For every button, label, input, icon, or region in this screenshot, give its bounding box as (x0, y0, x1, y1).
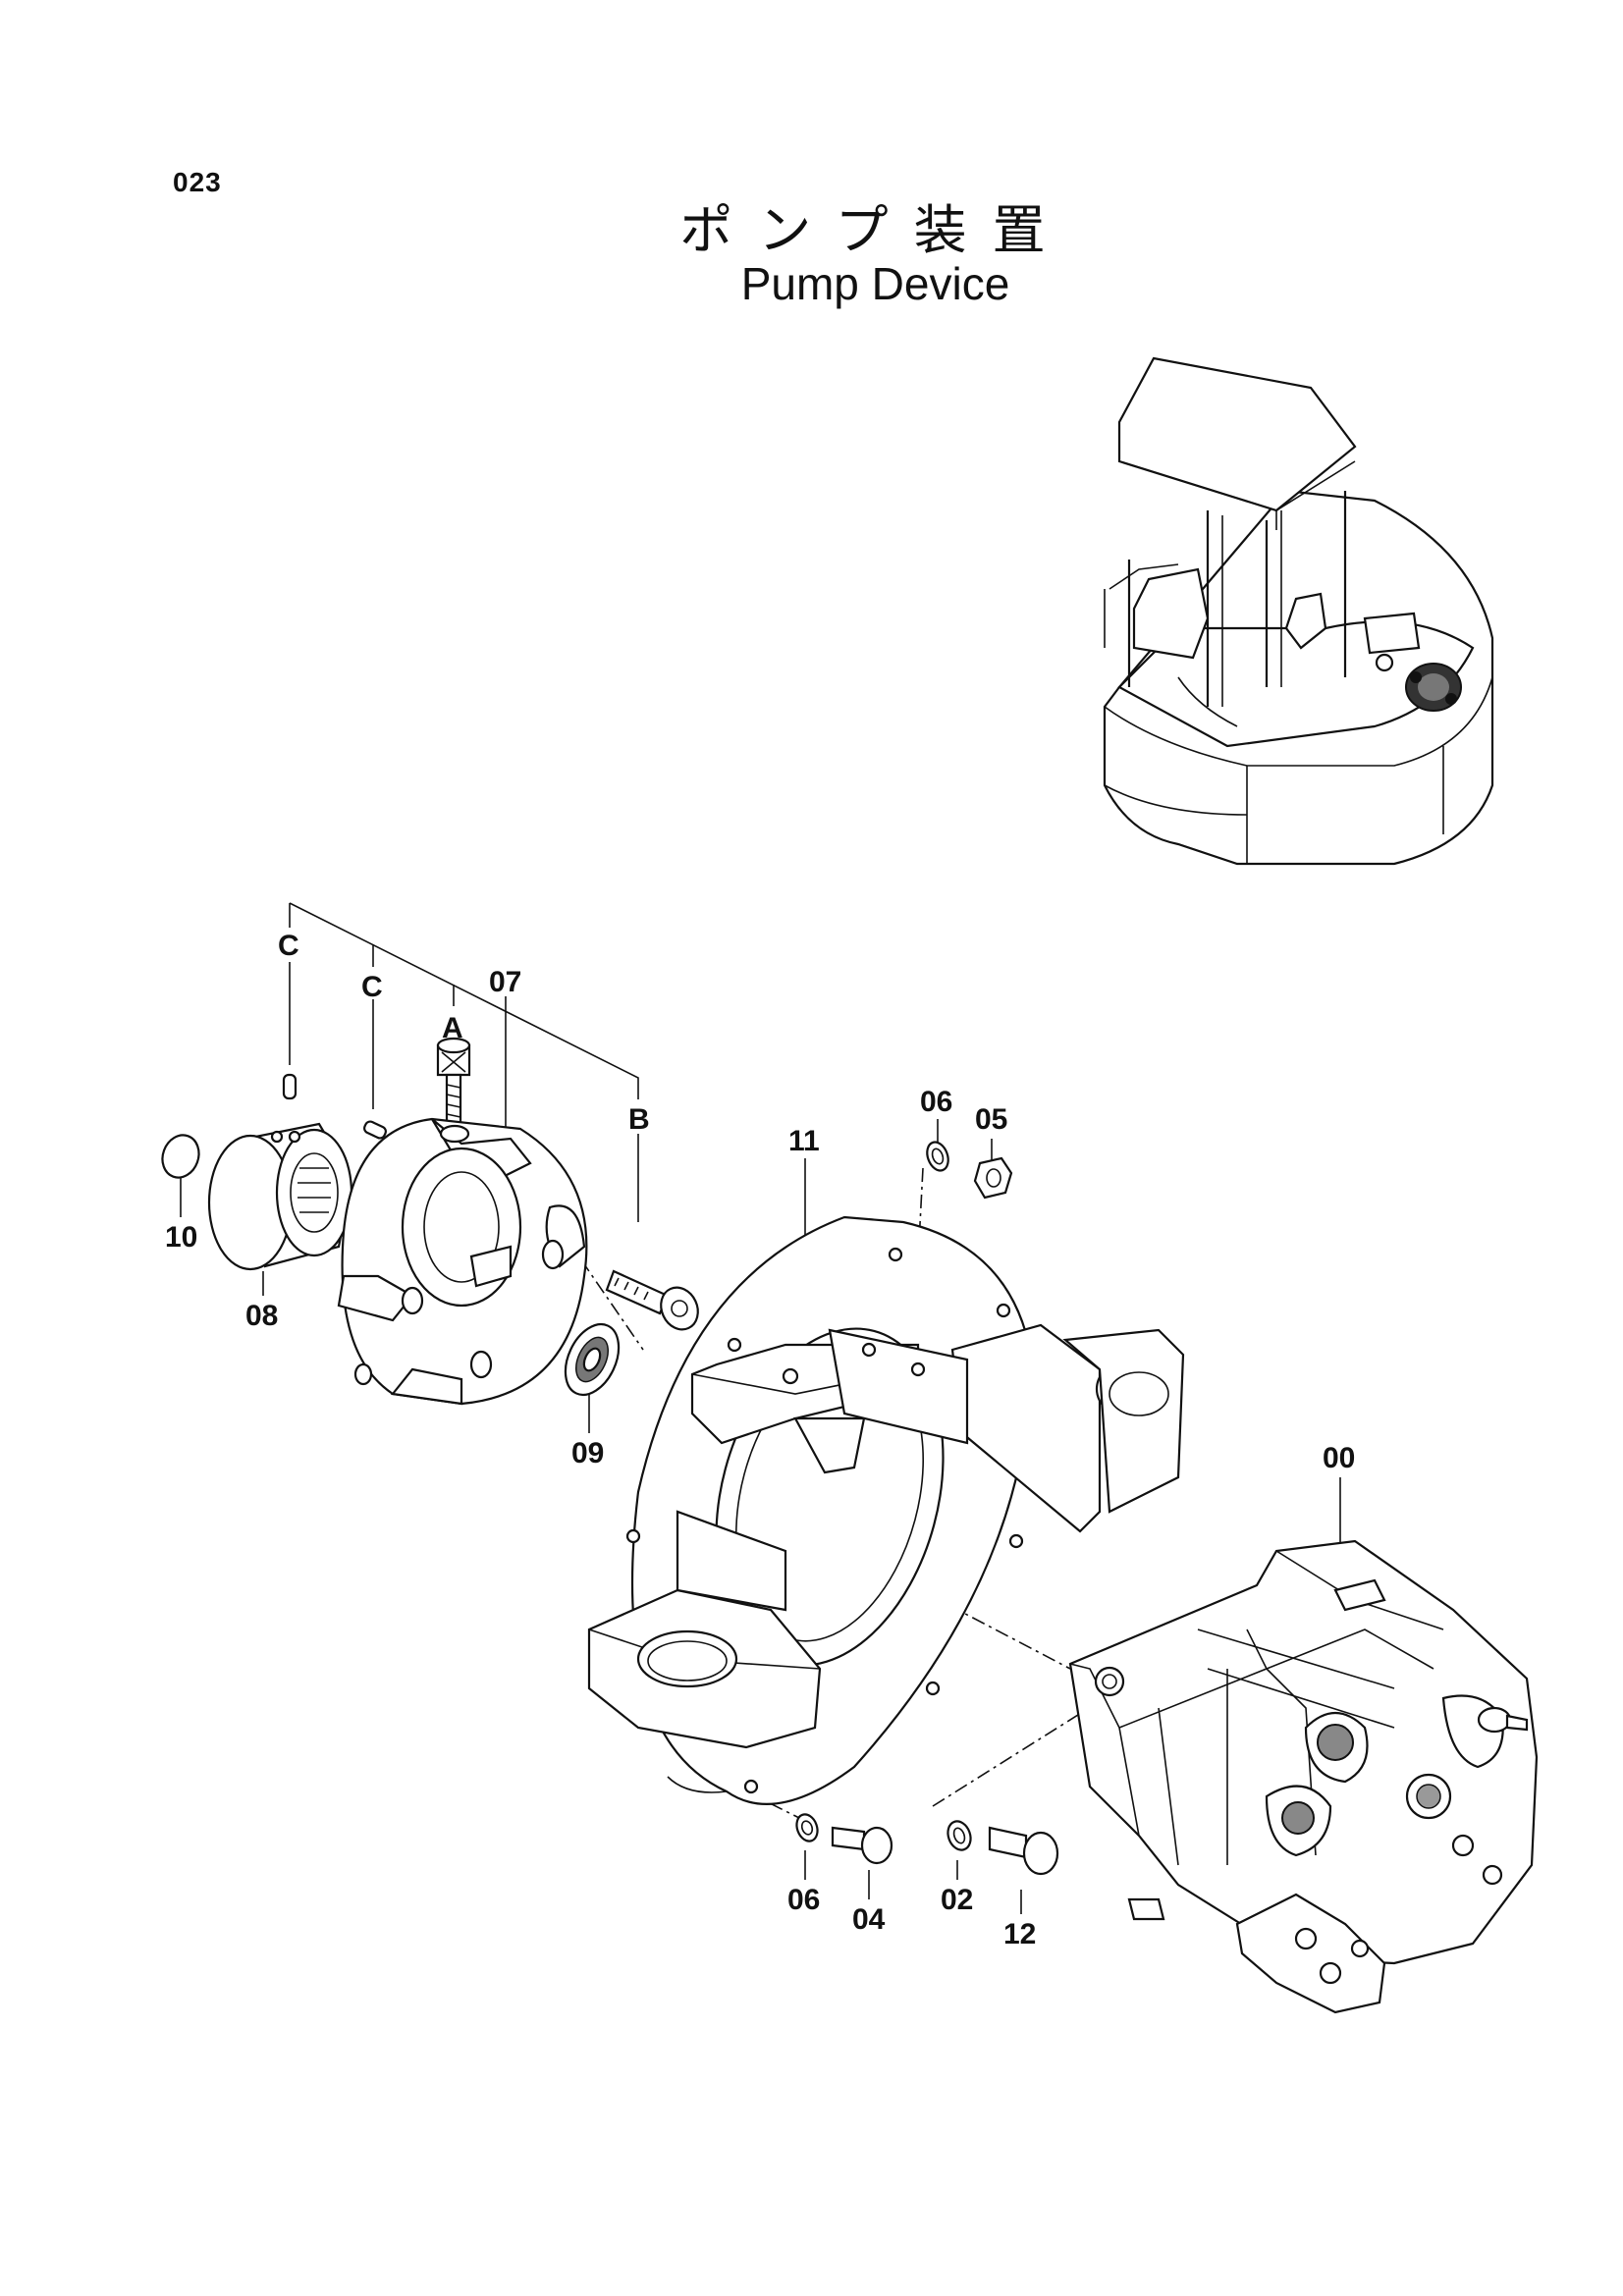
part-06-washer-top (926, 1141, 949, 1172)
callout-08: 08 (245, 1300, 278, 1332)
part-10-snap-ring (161, 1134, 200, 1179)
callout-b: B (628, 1103, 650, 1136)
part-04-bolt (831, 1826, 893, 1865)
part-05-nut (973, 1156, 1013, 1200)
callout-11: 11 (788, 1125, 820, 1157)
part-08-coupling-hub (207, 1122, 353, 1271)
part-00-hydraulic-pump (1068, 1539, 1539, 2014)
callout-labels: C C A B 07 11 06 05 10 08 09 00 06 04 02… (165, 930, 1355, 1950)
set-screw-c-outer (282, 1073, 298, 1100)
callout-c-outer: C (278, 930, 299, 962)
part-b-bolt (605, 1269, 699, 1331)
callout-07: 07 (489, 966, 521, 998)
part-11-flange-plate (587, 1215, 1185, 1805)
callout-00: 00 (1323, 1442, 1355, 1474)
part-02-washer (947, 1820, 972, 1851)
callout-04: 04 (852, 1903, 886, 1936)
page-number: 023 (173, 167, 222, 197)
callout-10: 10 (165, 1221, 197, 1254)
part-a-socket-bolt (436, 1037, 471, 1128)
part-07-flexible-coupling (337, 1117, 588, 1406)
machine-overview-illustration (1103, 356, 1494, 866)
part-12-bolt (988, 1826, 1059, 1876)
callout-06-bottom: 06 (787, 1884, 820, 1916)
callout-05: 05 (975, 1103, 1007, 1136)
callout-12: 12 (1003, 1918, 1036, 1950)
callout-a: A (442, 1012, 463, 1044)
callout-09: 09 (571, 1437, 604, 1469)
page-title-english: Pump Device (740, 258, 1010, 309)
callout-c-inner: C (361, 971, 383, 1003)
part-06-washer-bottom (795, 1813, 819, 1842)
callout-06-top: 06 (920, 1086, 952, 1118)
callout-02: 02 (941, 1884, 973, 1916)
page-title-japanese: ポンプ装置 (679, 199, 1071, 261)
set-screw-c-inner (363, 1120, 387, 1140)
part-09-seal (564, 1322, 621, 1397)
